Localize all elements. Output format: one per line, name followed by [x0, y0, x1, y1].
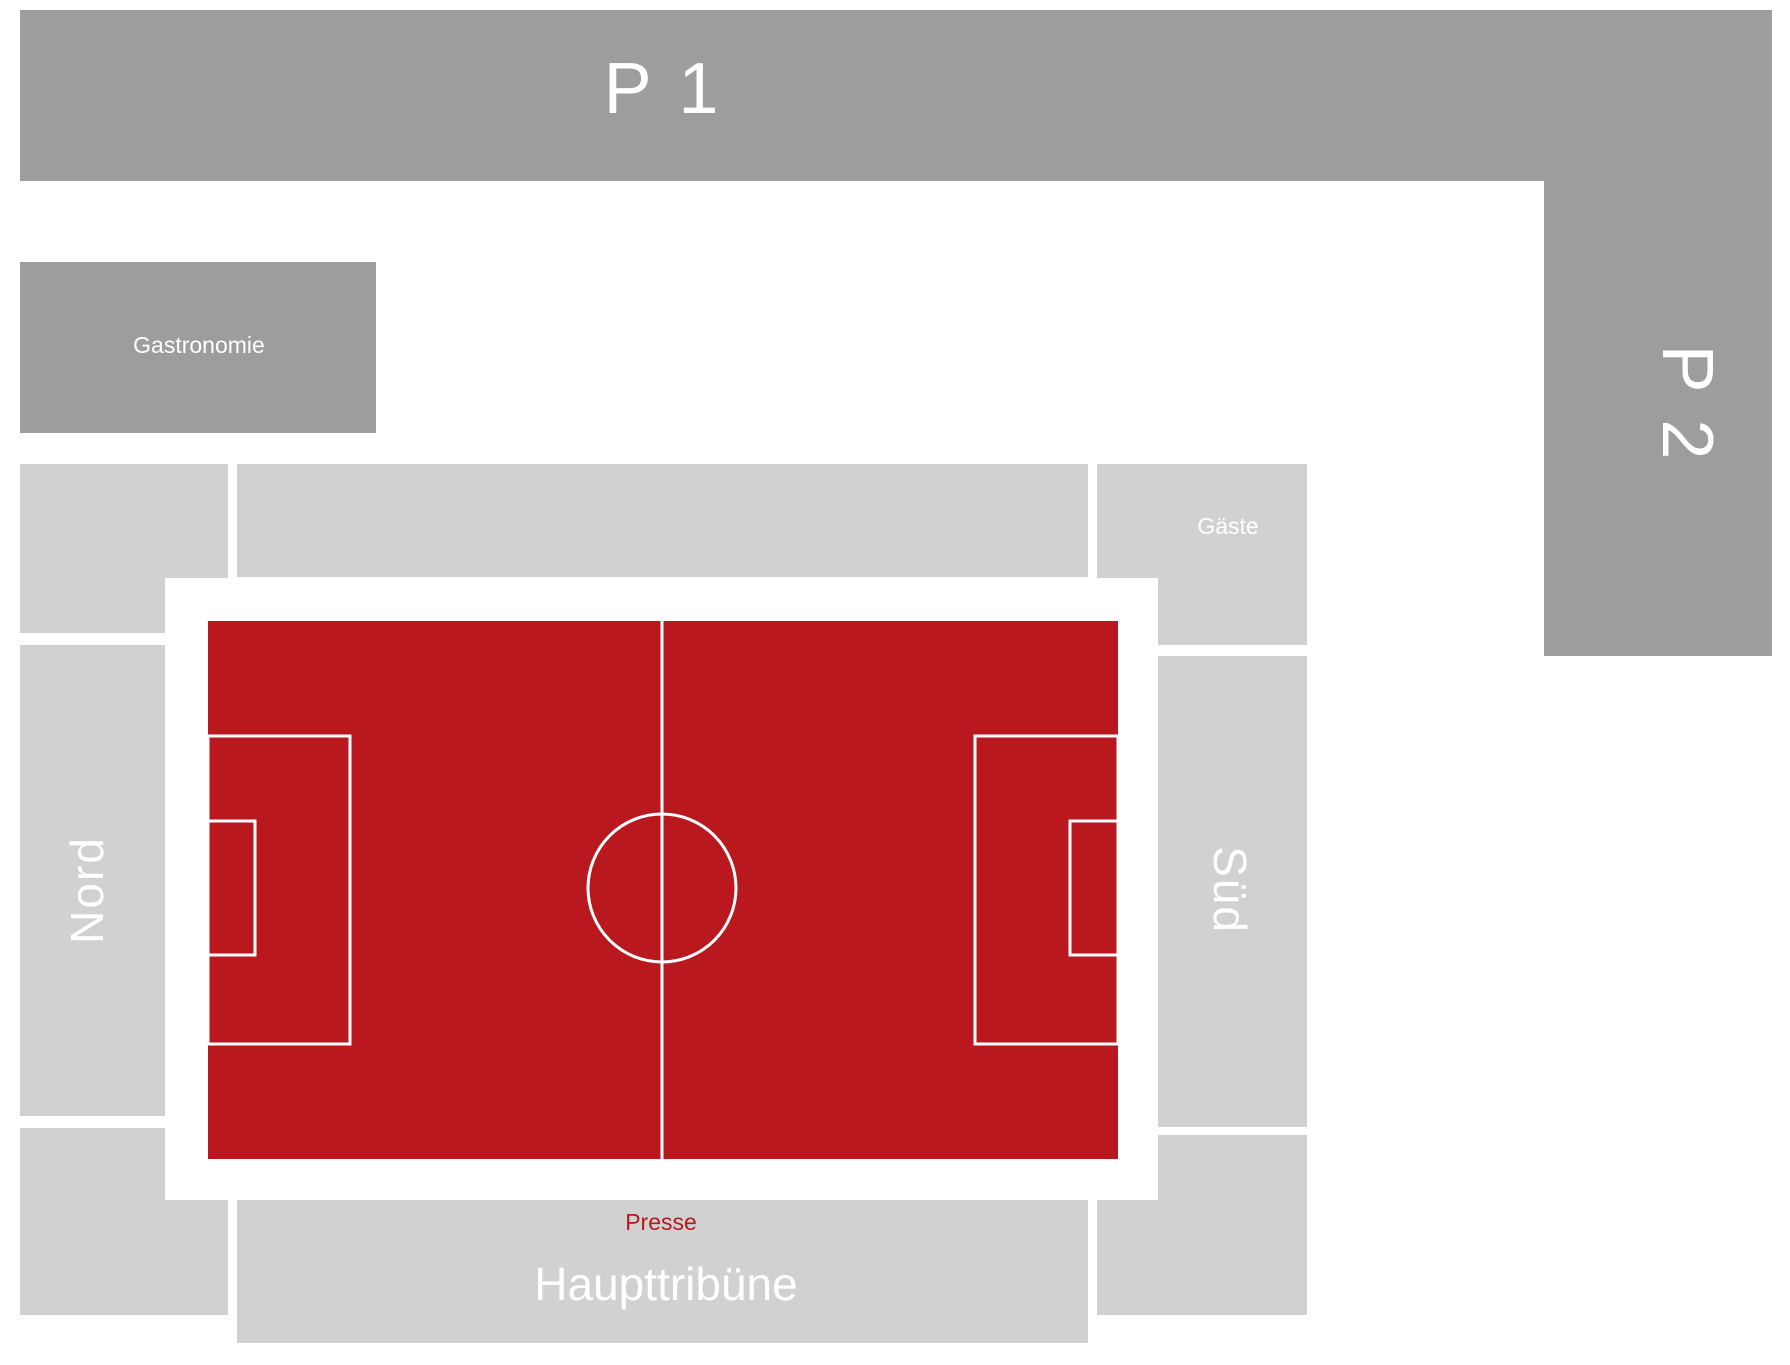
gastronomy-area[interactable]: Gastronomie: [20, 262, 376, 433]
main-stand-label: Haupttribüne: [534, 1258, 797, 1310]
parking-p2-label: P 2: [1647, 345, 1727, 464]
press-label: Presse: [625, 1209, 697, 1235]
main-stand[interactable]: [237, 1200, 1088, 1343]
goal-area-right: [1068, 819, 1120, 957]
south-stand[interactable]: [1158, 656, 1307, 1127]
center-circle: [586, 812, 738, 964]
back-stand[interactable]: [237, 464, 1088, 577]
south-stand-label: Süd: [1204, 846, 1256, 934]
guest-stand-label: Gäste: [1197, 513, 1258, 539]
parking-area[interactable]: P 1 P 2: [20, 10, 1772, 656]
goal-area-left: [206, 819, 257, 957]
gastronomy-label: Gastronomie: [133, 332, 265, 358]
parking-p2-area[interactable]: [1544, 181, 1772, 656]
pitch-markings: [206, 621, 1120, 1159]
parking-p1-area[interactable]: [20, 10, 1772, 181]
parking-p1-label: P 1: [604, 49, 723, 129]
gastronomy-block[interactable]: [20, 262, 376, 433]
north-stand-label: Nord: [61, 836, 113, 944]
north-stand[interactable]: [20, 645, 165, 1116]
football-pitch[interactable]: [206, 621, 1120, 1159]
